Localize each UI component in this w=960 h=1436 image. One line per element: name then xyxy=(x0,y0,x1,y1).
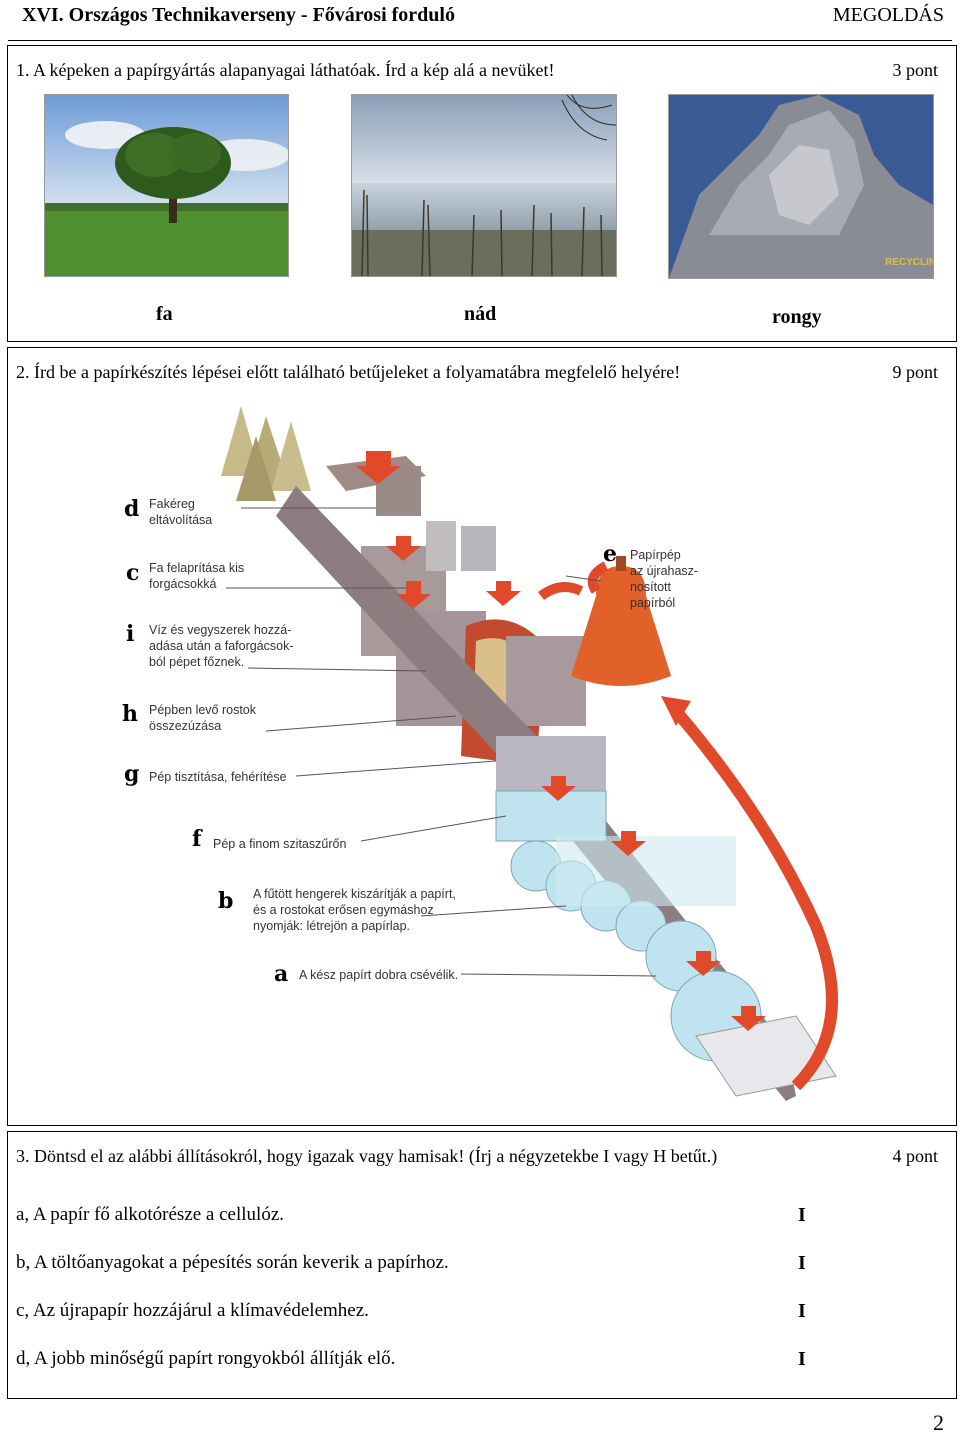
step-description-g: Pép tisztítása, fehérítése xyxy=(149,770,287,784)
question-1-box: 1. A képeken a papírgyártás alapanyagai … xyxy=(7,45,957,342)
question-1-text: 1. A képeken a papírgyártás alapanyagai … xyxy=(16,60,555,80)
step-letter-h: h xyxy=(122,701,138,727)
statement-d: d, A jobb minőségű papírt rongyokból áll… xyxy=(16,1348,396,1369)
page-header: XVI. Országos Technikaverseny - Fővárosi… xyxy=(8,0,952,41)
answer-mark-d: I xyxy=(798,1348,806,1370)
question-3-text: 3. Döntsd el az alábbi állításokról, hog… xyxy=(16,1146,718,1166)
question-1-points: 3 pont xyxy=(892,60,938,80)
step-letter-g: g xyxy=(124,761,139,787)
step-letter-f: f xyxy=(192,826,203,852)
answer-mark-b: I xyxy=(798,1252,806,1274)
leader-lines xyxy=(226,507,657,977)
flow-arrows xyxy=(356,451,766,1031)
step-letter-b: b xyxy=(218,888,233,914)
recycling-sign: RECYCLING xyxy=(885,257,933,268)
question-3-points: 4 pont xyxy=(892,1146,938,1166)
tree-photo xyxy=(44,94,289,277)
answer-fa: fa xyxy=(156,303,173,325)
question-3-box: 3. Döntsd el az alábbi állításokról, hog… xyxy=(7,1131,957,1399)
answer-rongy: rongy xyxy=(772,306,822,328)
step-letter-c: c xyxy=(126,560,139,586)
header-title: XVI. Országos Technikaverseny - Fővárosi… xyxy=(22,4,455,26)
tree-illustration xyxy=(221,406,311,501)
header-tag: MEGOLDÁS xyxy=(832,4,944,26)
step-letter-e: e xyxy=(603,541,617,567)
answer-nad: nád xyxy=(464,303,497,325)
statement-b: b, A töltőanyagokat a pépesítés során ke… xyxy=(16,1252,449,1273)
reed-photo xyxy=(351,94,617,277)
step-description-b: A fűtött hengerek kiszárítják a papírt,é… xyxy=(253,887,456,933)
statement-a: a, A papír fő alkotórésze a cellulóz. xyxy=(16,1204,285,1225)
question-2-text: 2. Írd be a papírkészítés lépései előtt … xyxy=(16,362,681,382)
question-2-box: 2. Írd be a papírkészítés lépései előtt … xyxy=(7,347,957,1126)
step-letter-a: a xyxy=(274,961,288,987)
answer-mark-a: I xyxy=(798,1204,806,1226)
machine-illustration xyxy=(276,456,837,1101)
step-letter-d: d xyxy=(124,496,139,522)
step-letter-i: i xyxy=(126,621,134,647)
recycle-return-arrow xyxy=(671,707,838,1091)
rags-photo: RECYCLING xyxy=(668,94,934,279)
statement-c: c, Az újrapapír hozzájárul a klímavédele… xyxy=(16,1300,369,1321)
step-description-a: A kész papírt dobra csévélik. xyxy=(299,968,458,982)
step-description-i: Víz és vegyszerek hozzá-adása után a faf… xyxy=(149,623,294,669)
page-number: 2 xyxy=(933,1410,944,1435)
recycled-pulp-bell xyxy=(571,556,671,686)
question-2-points: 9 pont xyxy=(892,362,938,382)
answer-mark-c: I xyxy=(798,1300,806,1322)
step-description-f: Pép a finom szitaszűrőn xyxy=(213,837,346,851)
